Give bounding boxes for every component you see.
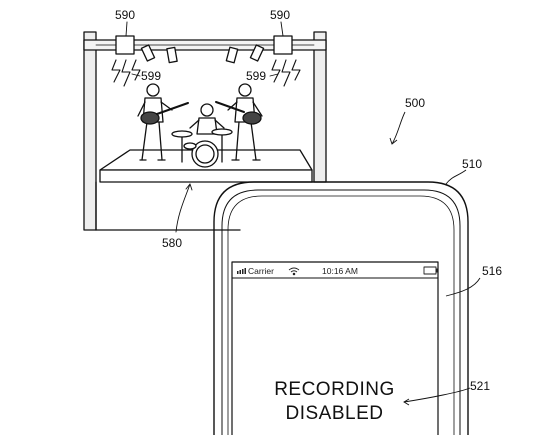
leader-599-right: [269, 73, 279, 77]
label-500: 500: [405, 96, 426, 110]
label-590-left: 590: [115, 8, 136, 22]
label-599-left: 599: [141, 69, 162, 83]
label-521: 521: [470, 379, 491, 393]
label-516: 516: [482, 264, 503, 278]
label-510: 510: [462, 157, 483, 171]
signal-icon: [237, 268, 246, 274]
label-599-right: 599: [246, 69, 267, 83]
light-box-left: [115, 35, 135, 55]
leader-500: [389, 111, 406, 145]
wifi-icon: [288, 267, 300, 276]
leader-599-left: [131, 73, 141, 77]
phone-outer-edge: [213, 181, 469, 435]
drummer: [171, 103, 233, 168]
spot-lights: [140, 44, 265, 64]
stage-scene: [83, 21, 327, 233]
leader-510: [445, 169, 467, 185]
leader-516: [445, 277, 481, 297]
recording-status-line-2: DISABLED: [285, 403, 384, 424]
left-guitarist: [137, 83, 189, 161]
label-580: 580: [162, 236, 183, 250]
battery-icon: [423, 266, 438, 275]
left-truss: [83, 31, 97, 231]
leader-521: [403, 387, 471, 403]
status-time: 10:16 AM: [322, 266, 358, 276]
leader-580: [175, 183, 191, 233]
right-truss: [313, 31, 327, 183]
beams-left: [111, 59, 141, 87]
light-box-right: [273, 35, 293, 55]
recording-status-line-1: RECORDING: [274, 379, 395, 400]
leader-590-left: [125, 21, 128, 37]
phone: [213, 181, 469, 435]
beams-right: [271, 59, 301, 87]
right-guitarist: [215, 83, 263, 161]
phone-screen: [231, 261, 439, 435]
label-590-right: 590: [270, 8, 291, 22]
phone-inner-edge: [221, 189, 461, 435]
status-carrier: Carrier: [248, 266, 274, 276]
leader-590-right: [280, 21, 284, 37]
